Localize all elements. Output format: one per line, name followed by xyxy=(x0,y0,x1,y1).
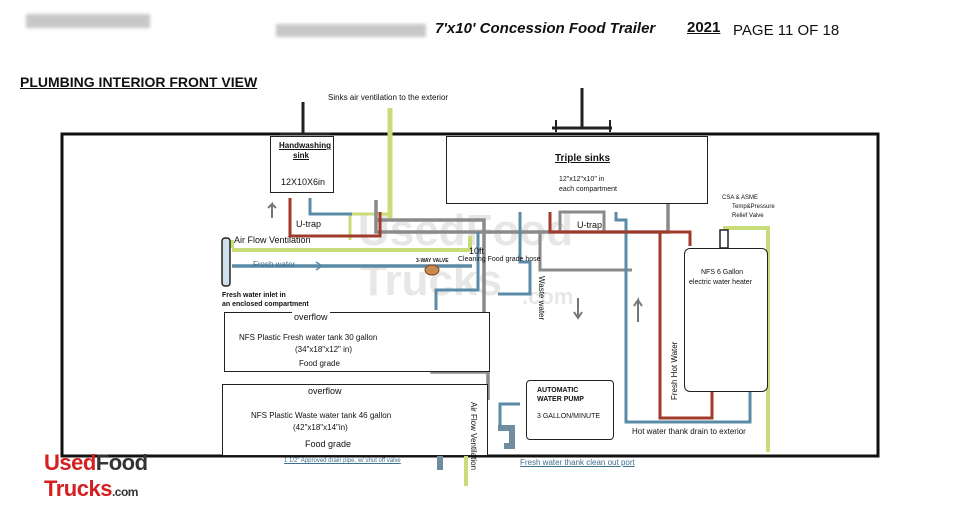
fresh-hot-label: Fresh Hot Water xyxy=(670,341,679,400)
fresh-water-inlet xyxy=(221,237,231,287)
drain-pipe-label: 1 1/2" Approved drain pipe, w/ shut off … xyxy=(284,458,401,464)
clean-out-port xyxy=(498,425,515,449)
three-way-valve xyxy=(424,264,440,276)
logo-trucks: Trucks xyxy=(44,476,112,501)
fresh-inlet-label-1: Fresh water inlet in xyxy=(222,292,286,299)
valve-label: 3-WAY VALVE xyxy=(416,258,449,264)
trailer-outline xyxy=(60,132,880,458)
handwashing-label-2: sink xyxy=(293,151,310,160)
pump-rate: 3 GALLON/MINUTE xyxy=(537,413,601,420)
heater-label-2: electric water heater xyxy=(689,279,753,286)
utrap-right: U-trap xyxy=(577,220,603,230)
hot-drain-label: Hot water thank drain to exterior xyxy=(632,427,746,436)
section-title: PLUMBING INTERIOR FRONT VIEW xyxy=(20,74,258,90)
up-arrow-left xyxy=(267,201,277,218)
hose-length: 10ft xyxy=(469,246,485,256)
waste-water-label: Waste water xyxy=(537,276,546,321)
waste-pipe-main xyxy=(374,200,670,234)
triple-size-2: each compartment xyxy=(559,186,617,193)
relief-label-1: CSA & ASME xyxy=(722,195,759,201)
fresh-water-label: Fresh water xyxy=(253,260,296,269)
overflow-top: overflow xyxy=(292,312,330,322)
utrap-left: U-trap xyxy=(296,219,322,229)
waste-tank-label-1: NFS Plastic Waste water tank 46 gallon xyxy=(251,411,392,420)
pump-label-1: AUTOMATIC xyxy=(537,387,579,394)
fresh-tank-label-1: NFS Plastic Fresh water tank 30 gallon xyxy=(239,333,378,342)
usedfoodtrucks-logo: UsedFood Trucks.com xyxy=(44,450,184,510)
air-flow-top-label: Air Flow Ventilation xyxy=(234,235,311,245)
sinks-vent-label: Sinks air ventilation to the exterior xyxy=(328,93,449,102)
fresh-arrow xyxy=(300,261,324,271)
triple-sinks: Triple sinks 12"x12"x10" in each compart… xyxy=(446,136,708,204)
water-heater: NFS 6 Gallon electric water heater xyxy=(684,248,768,392)
document-year: 2021 xyxy=(687,19,721,36)
water-pump: AUTOMATIC WATER PUMP 3 GALLON/MINUTE xyxy=(526,380,614,440)
relief-valve xyxy=(719,229,729,249)
fresh-tank-label-2: (34"x18"x12" in) xyxy=(295,345,352,354)
logo-used: Used xyxy=(44,450,96,475)
triple-sinks-title: Triple sinks xyxy=(555,153,611,164)
redacted-header-left xyxy=(26,14,150,28)
redacted-header-middle xyxy=(276,24,426,37)
fresh-water-tank: NFS Plastic Fresh water tank 30 gallon (… xyxy=(224,312,490,372)
handwashing-label-1: Handwashing xyxy=(279,141,332,150)
relief-label-2: Temp&Pressure xyxy=(732,204,775,210)
logo-dotcom: .com xyxy=(111,485,139,499)
clean-out-label: Fresh water thank clean out port xyxy=(520,458,635,467)
hot-water-pipe xyxy=(288,198,382,238)
food-grade-2: Food grade xyxy=(305,439,352,449)
handwashing-sink: Handwashing sink 12X10X6in xyxy=(270,136,334,193)
handwashing-size: 12X10X6in xyxy=(281,177,326,187)
food-grade-1: Food grade xyxy=(299,359,340,368)
pump-label-2: WATER PUMP xyxy=(537,396,584,403)
air-flow-vertical-label: Air Flow Ventilation xyxy=(469,402,478,471)
waste-water-tank: NFS Plastic Waste water tank 46 gallon (… xyxy=(222,384,488,456)
up-arrow-right xyxy=(633,296,643,322)
document-title: 7'x10' Concession Food Trailer xyxy=(435,20,656,37)
triple-size-1: 12"x12"x10" in xyxy=(559,176,605,183)
overflow-bottom: overflow xyxy=(306,386,344,396)
logo-food: Food xyxy=(95,450,148,475)
relief-label-3: Relief Valve xyxy=(732,213,764,219)
heater-label-1: NFS 6 Gallon xyxy=(701,269,744,276)
page-number: PAGE 11 OF 18 xyxy=(733,22,840,39)
waste-tank-label-2: (42"x18"x14"in) xyxy=(293,423,348,432)
fresh-inlet-label-2: an enclosed compartment xyxy=(222,301,309,308)
hose-desc: Cleaning Food grade hose xyxy=(458,256,541,263)
down-arrow xyxy=(573,298,583,320)
